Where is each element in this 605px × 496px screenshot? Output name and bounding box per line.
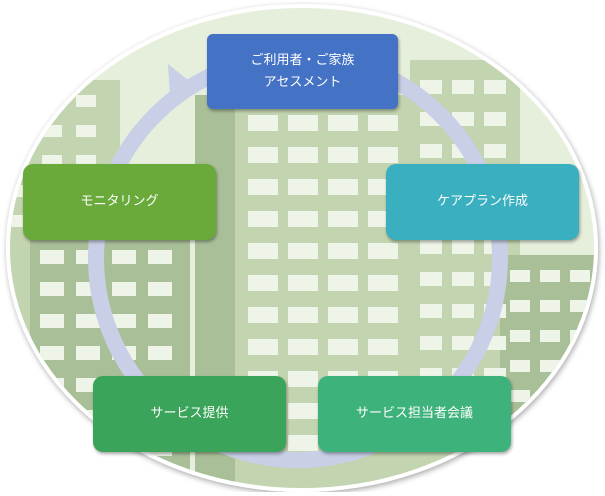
window bbox=[420, 240, 442, 254]
window bbox=[368, 339, 398, 355]
window bbox=[288, 243, 318, 259]
step-assessment-box: ご利用者・ご家族 アセスメント bbox=[207, 34, 398, 109]
window bbox=[248, 179, 278, 195]
window bbox=[328, 211, 358, 227]
window bbox=[148, 346, 172, 360]
step-service-provision-box: サービス提供 bbox=[93, 376, 286, 452]
window bbox=[288, 275, 318, 291]
window bbox=[452, 272, 474, 286]
window bbox=[484, 144, 506, 158]
window bbox=[112, 282, 136, 296]
window bbox=[40, 346, 64, 360]
window bbox=[42, 95, 62, 107]
window bbox=[570, 270, 590, 282]
window bbox=[288, 403, 318, 419]
window bbox=[328, 243, 358, 259]
window bbox=[288, 307, 318, 323]
window bbox=[328, 115, 358, 131]
step-assessment-label: ご利用者・ご家族 アセスメント bbox=[250, 52, 355, 90]
window bbox=[288, 435, 318, 451]
window bbox=[288, 179, 318, 195]
step-service-meeting-label: サービス担当者会議 bbox=[355, 406, 473, 421]
window bbox=[148, 250, 172, 264]
window bbox=[368, 243, 398, 259]
window bbox=[510, 300, 530, 312]
window bbox=[288, 339, 318, 355]
window bbox=[76, 314, 100, 328]
step-care-plan-box: ケアプラン作成 bbox=[386, 164, 579, 240]
window bbox=[40, 314, 64, 328]
step-care-plan-label: ケアプラン作成 bbox=[436, 194, 528, 209]
window bbox=[328, 275, 358, 291]
window bbox=[484, 112, 506, 126]
step-monitoring-label: モニタリング bbox=[80, 194, 159, 209]
window bbox=[570, 360, 590, 372]
window bbox=[368, 147, 398, 163]
window bbox=[76, 95, 96, 107]
window bbox=[248, 147, 278, 163]
window bbox=[484, 80, 506, 94]
window bbox=[540, 390, 560, 402]
window bbox=[328, 147, 358, 163]
window bbox=[288, 115, 318, 131]
window bbox=[420, 144, 442, 158]
window bbox=[570, 420, 590, 432]
window bbox=[510, 270, 530, 282]
window bbox=[328, 339, 358, 355]
window bbox=[112, 314, 136, 328]
window bbox=[510, 360, 530, 372]
window bbox=[10, 125, 28, 137]
window bbox=[248, 115, 278, 131]
window bbox=[510, 330, 530, 342]
window bbox=[452, 240, 474, 254]
window bbox=[288, 211, 318, 227]
window bbox=[368, 115, 398, 131]
step-monitoring-box: モニタリング bbox=[23, 164, 216, 240]
window bbox=[248, 307, 278, 323]
window bbox=[40, 250, 64, 264]
window bbox=[540, 300, 560, 312]
window bbox=[148, 282, 172, 296]
window bbox=[452, 80, 474, 94]
window bbox=[368, 275, 398, 291]
window bbox=[76, 346, 100, 360]
step-service-provision-label: サービス提供 bbox=[150, 406, 229, 421]
window bbox=[540, 330, 560, 342]
window bbox=[420, 80, 442, 94]
window bbox=[288, 371, 318, 387]
window bbox=[452, 336, 474, 350]
window bbox=[112, 250, 136, 264]
window bbox=[510, 390, 530, 402]
window bbox=[40, 410, 64, 424]
window bbox=[420, 304, 442, 318]
window bbox=[540, 420, 560, 432]
window bbox=[540, 270, 560, 282]
window bbox=[328, 307, 358, 323]
window bbox=[288, 147, 318, 163]
window bbox=[40, 442, 64, 456]
window bbox=[148, 314, 172, 328]
window bbox=[40, 282, 64, 296]
step-service-meeting-box: サービス担当者会議 bbox=[318, 376, 511, 452]
window bbox=[452, 304, 474, 318]
window bbox=[248, 275, 278, 291]
window bbox=[248, 339, 278, 355]
window bbox=[76, 125, 96, 137]
window bbox=[10, 95, 28, 107]
window bbox=[420, 272, 442, 286]
window bbox=[368, 307, 398, 323]
window bbox=[420, 336, 442, 350]
window bbox=[328, 179, 358, 195]
window bbox=[570, 390, 590, 402]
window bbox=[248, 243, 278, 259]
window bbox=[510, 420, 530, 432]
window bbox=[248, 211, 278, 227]
